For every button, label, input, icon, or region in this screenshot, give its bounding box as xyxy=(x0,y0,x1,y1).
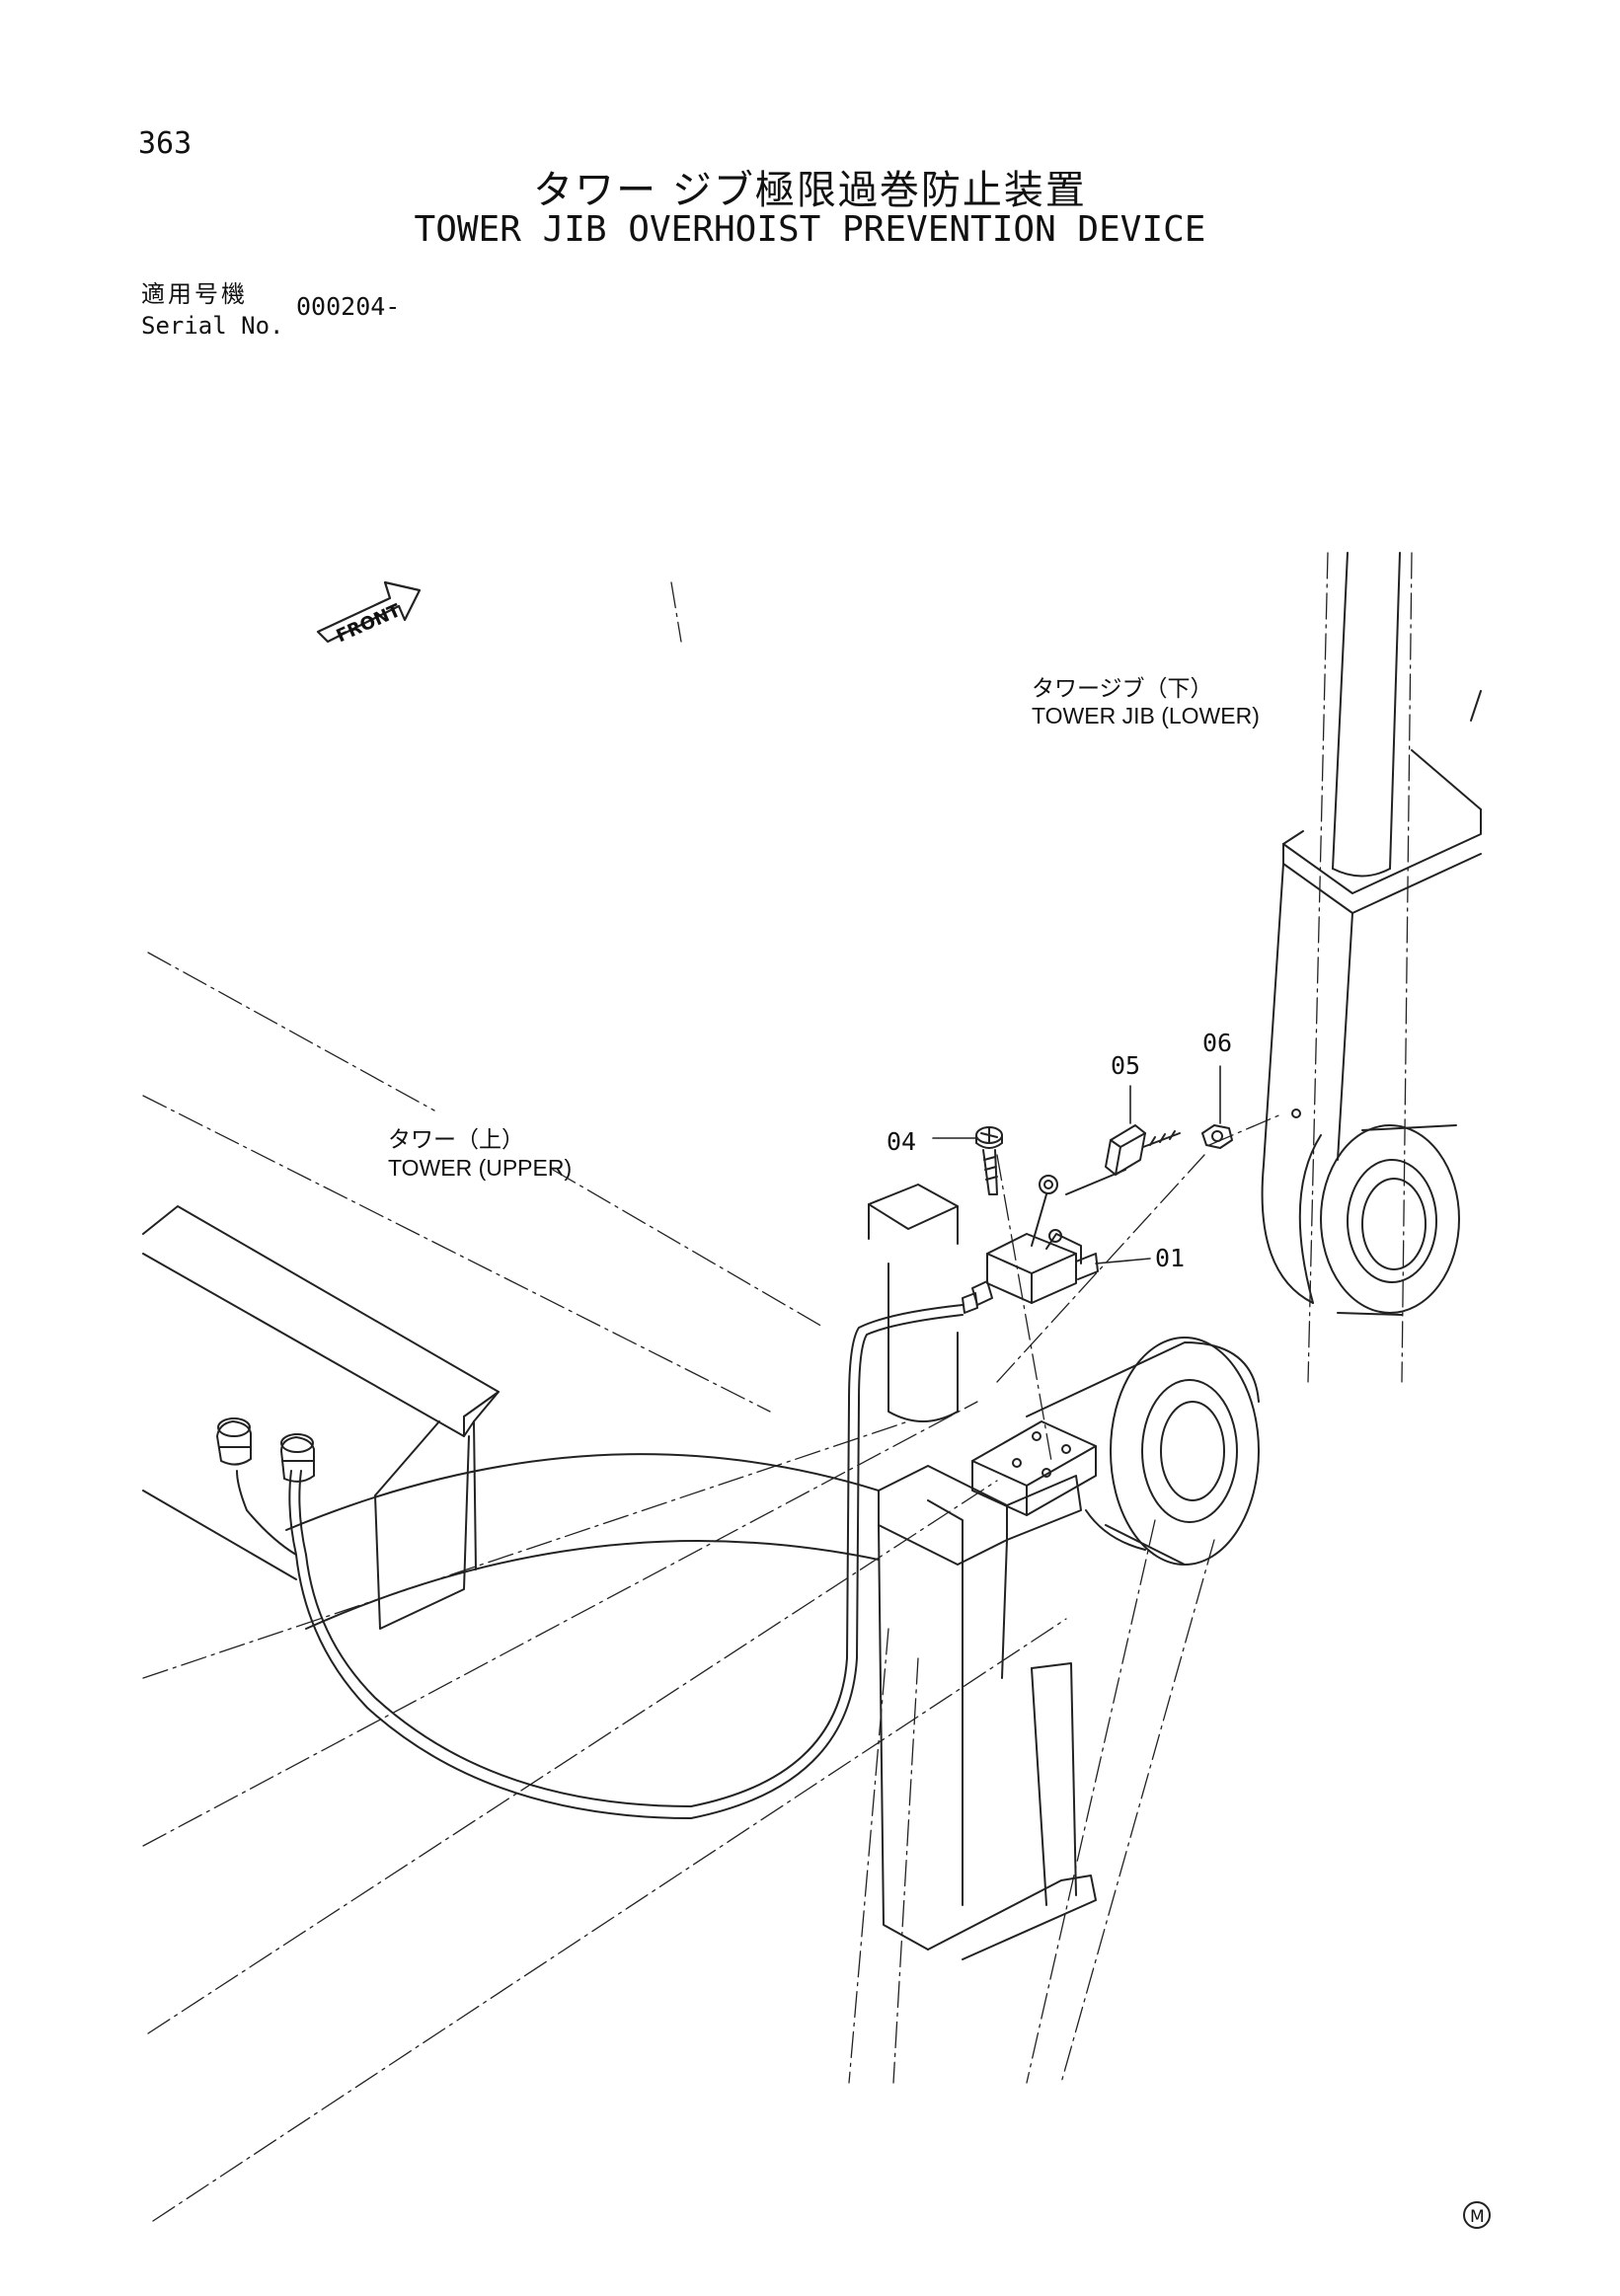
serial-number-value: 000204- xyxy=(296,292,401,321)
bolt-04 xyxy=(932,1126,1003,1195)
switch-cable xyxy=(216,1304,964,1819)
tower-upper-structure xyxy=(142,1184,1260,1960)
circled-m-mark: M xyxy=(1463,2201,1491,2229)
label-tower-jib-lower-en: TOWER JIB (LOWER) xyxy=(1032,703,1260,728)
front-arrow: FRONT xyxy=(316,580,422,647)
label-tower-jib-lower-jp: タワージブ（下） xyxy=(1032,675,1213,701)
part-number-05: 05 xyxy=(1111,1051,1141,1080)
part-number-01: 01 xyxy=(1155,1244,1186,1272)
mark-letter: M xyxy=(1470,2207,1485,2227)
center-lines xyxy=(142,552,1413,2222)
plate-05 xyxy=(1105,1085,1181,1176)
label-tower-upper-jp: タワー（上） xyxy=(388,1126,524,1152)
label-tower-upper-en: TOWER (UPPER) xyxy=(388,1155,573,1181)
tower-jib-lower xyxy=(1261,552,1482,1316)
part-number-06: 06 xyxy=(1202,1029,1233,1057)
part-number-04: 04 xyxy=(887,1127,917,1156)
title-japanese: タワー ジブ極限過巻防止装置 xyxy=(533,168,1087,213)
nut-06 xyxy=(1201,1065,1301,1149)
title-english: TOWER JIB OVERHOIST PREVENTION DEVICE xyxy=(414,209,1206,250)
page-number: 363 xyxy=(138,126,193,161)
serial-label-english: Serial No. xyxy=(141,312,284,340)
serial-label-japanese: 適用号機 xyxy=(141,280,248,308)
limit-switch-01 xyxy=(962,1169,1151,1314)
